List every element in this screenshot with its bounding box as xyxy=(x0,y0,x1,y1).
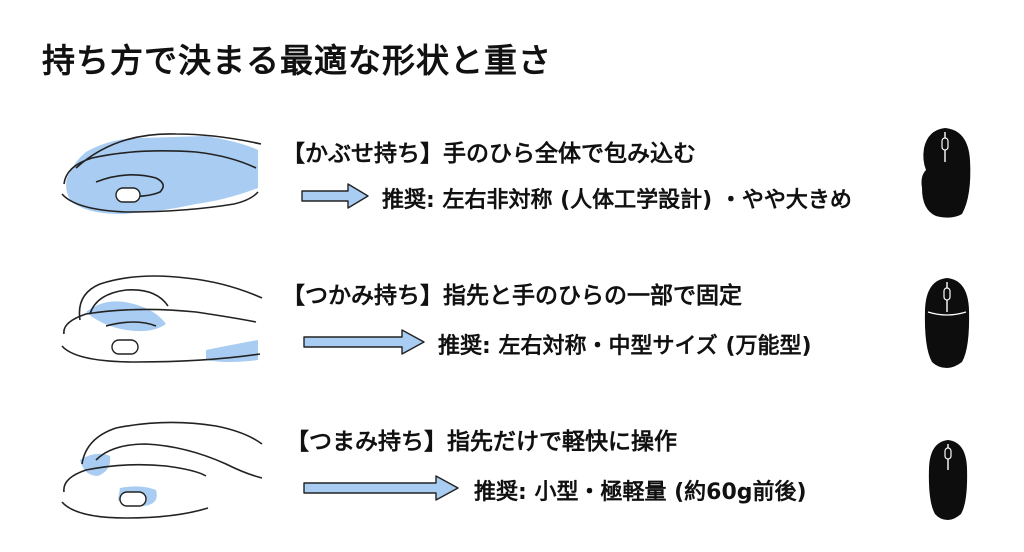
claw-grip-recommendation: 推奨: 左右対称・中型サイズ (万能型) xyxy=(438,334,812,359)
compact-mouse-icon xyxy=(928,440,968,520)
grip-row-fingertip: 【つまみ持ち】指先だけで軽快に操作 推奨: 小型・極軽量 (約60g前後) xyxy=(0,410,1024,530)
arrow-right-icon xyxy=(303,329,425,355)
fingertip-grip-hand-illustration xyxy=(61,421,263,519)
palm-grip-hand-illustration xyxy=(61,133,262,214)
fingertip-grip-recommendation: 推奨: 小型・極軽量 (約60g前後) xyxy=(474,480,807,505)
palm-grip-recommendation: 推奨: 左右非対称 (人体工学設計) ・やや大きめ xyxy=(382,188,852,213)
claw-grip-heading: 【つかみ持ち】指先と手のひらの一部で固定 xyxy=(282,283,742,309)
symmetric-mouse-icon xyxy=(924,278,970,368)
grip-row-claw: 【つかみ持ち】指先と手のひらの一部で固定 推奨: 左右対称・中型サイズ (万能型… xyxy=(0,262,1024,372)
claw-grip-hand-illustration xyxy=(61,275,263,363)
ergonomic-mouse-icon xyxy=(921,128,971,218)
palm-grip-heading: 【かぶせ持ち】手のひら全体で包み込む xyxy=(282,141,696,167)
fingertip-grip-heading: 【つまみ持ち】指先だけで軽快に操作 xyxy=(286,429,677,455)
grip-row-palm: 【かぶせ持ち】手のひら全体で包み込む 推奨: 左右非対称 (人体工学設計) ・や… xyxy=(0,118,1024,228)
page-title: 持ち方で決まる最適な形状と重さ xyxy=(42,41,552,80)
arrow-right-icon xyxy=(303,475,459,501)
arrow-right-icon xyxy=(301,183,369,209)
